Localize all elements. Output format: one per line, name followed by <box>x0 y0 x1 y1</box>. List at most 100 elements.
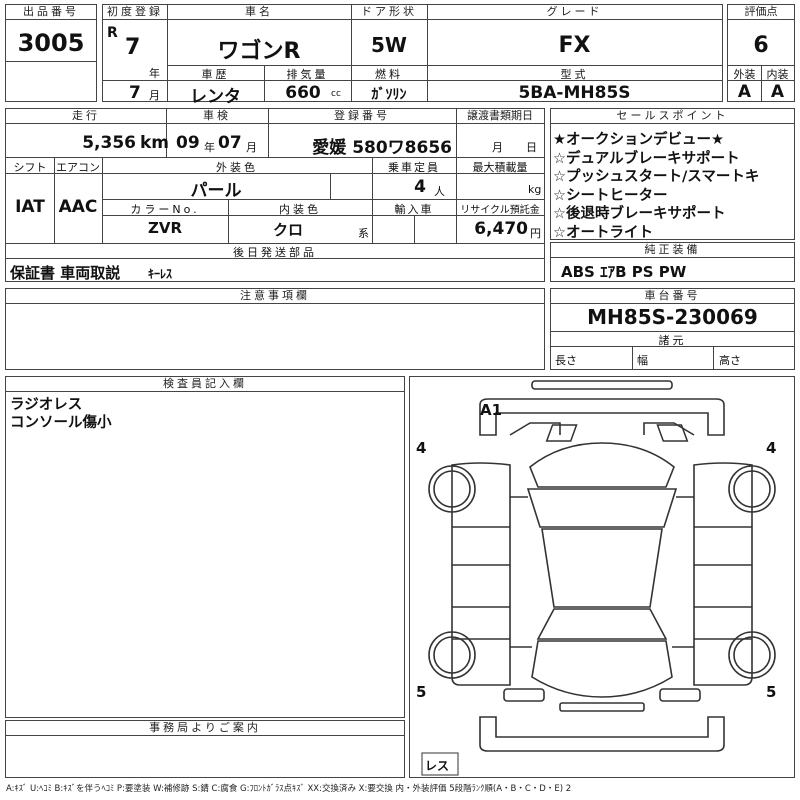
inspection-month: 07 <box>218 133 242 153</box>
spare-tire-box <box>421 752 459 776</box>
import-label: 輸入車 <box>394 203 434 216</box>
later-parts-extra: ｷｰﾚｽ <box>148 267 173 281</box>
specs-label: 諸元 <box>658 334 687 347</box>
sale-point-item: ☆後退時ブレーキサポート <box>553 206 726 222</box>
ext-grade-label: 外装 <box>733 68 756 81</box>
inspector-label: 検査員記入欄 <box>6 377 404 392</box>
fuel-value: ｶﾞｿﾘﾝ <box>371 87 407 103</box>
notes-label: 注意事項欄 <box>6 289 544 304</box>
inspection-year: 09 <box>176 133 200 153</box>
aircon-label: エアコン <box>56 161 100 174</box>
transfer-month-unit: 月 <box>492 141 503 154</box>
notes-box: 注意事項欄 <box>5 288 545 370</box>
car-diagram-box: A1 4 4 5 5 レス <box>409 376 795 778</box>
right-side <box>693 462 753 686</box>
inspection-label: 車検 <box>166 109 268 124</box>
sale-points-box: セールスポイント ★オークションデビュー★ ☆デュアルブレーキサポート ☆プッシ… <box>550 108 795 242</box>
inspector-line: ラジオレス <box>10 397 83 413</box>
equipment-box: 純正装備 ABS ｴｱB PS PW <box>550 242 795 282</box>
mileage-label: 走行 <box>6 109 166 124</box>
fuel-label: 燃料 <box>375 68 403 81</box>
sale-point-item: ☆シートヒーター <box>553 187 668 204</box>
score-value: 6 <box>753 33 769 58</box>
spec-width-label: 幅 <box>637 354 648 367</box>
shift-value: IAT <box>15 197 45 217</box>
model-label: 型式 <box>560 68 589 81</box>
registration-label: 登録番号 <box>268 109 456 124</box>
car-name-value: ワゴンR <box>217 39 301 64</box>
later-parts-label: 後日発送部品 <box>233 246 317 259</box>
first-reg-year: 7 <box>125 35 141 60</box>
wheel-rear-right <box>728 631 776 679</box>
hood <box>529 442 675 488</box>
car-diagram <box>421 380 776 776</box>
transfer-day-unit: 日 <box>526 141 537 154</box>
lot-number: 3005 <box>17 29 85 57</box>
int-grade-value: A <box>770 82 785 102</box>
door-label: ドア形状 <box>351 5 427 20</box>
sale-point-item: ★オークションデビュー★ <box>553 132 724 148</box>
chassis-label: 車台番号 <box>551 289 794 304</box>
grade-value: FX <box>558 33 591 58</box>
displacement-value: 660 <box>285 83 321 103</box>
car-name-label: 車名 <box>167 5 351 20</box>
sale-point-item: ☆オートライト <box>553 224 653 241</box>
lot-label: 出品番号 <box>6 5 96 20</box>
inspector-box: 検査員記入欄 ラジオレス コンソール傷小 <box>5 376 405 718</box>
door-value: 5W <box>371 33 407 57</box>
office-box: 事務局よりご案内 <box>5 720 405 778</box>
grade-label: グレード <box>427 5 722 20</box>
damage-mark-a1: A1 <box>480 401 503 419</box>
left-side <box>451 462 511 686</box>
rear-hatch <box>531 640 673 698</box>
first-reg-month: 7 <box>129 83 141 103</box>
color-no-value: ZVR <box>147 219 183 237</box>
lot-box: 出品番号 3005 <box>5 4 97 102</box>
recycle-label: リサイクル預託金 <box>460 205 540 216</box>
mileage-unit: km <box>140 133 170 153</box>
tire-tread-fr: 4 <box>766 439 783 457</box>
capacity-unit: 人 <box>434 185 445 198</box>
recycle-unit: 円 <box>530 227 541 240</box>
tire-tread-rl: 5 <box>416 683 433 701</box>
sale-points-label: セールスポイント <box>551 109 794 124</box>
aircon-value: AAC <box>58 197 98 217</box>
mileage-value: 5,356 <box>82 133 136 153</box>
ext-color-value: パール <box>190 181 242 201</box>
spec-height-label: 高さ <box>719 354 741 367</box>
front-bumper-top-bar <box>531 380 673 390</box>
first-reg-label: 初度登録 <box>103 5 167 20</box>
spec-length-label: 長さ <box>555 354 577 367</box>
shift-label: シフト <box>13 161 47 174</box>
ext-color-label: 外装色 <box>216 161 258 174</box>
ext-grade-value: A <box>737 82 752 102</box>
displacement-label: 排気量 <box>286 68 329 81</box>
damage-legend: A:ｷｽﾞ U:ﾍｺﾐ B:ｷｽﾞを伴うﾍｺﾐ P:要塗装 W:補修跡 S:錆 … <box>6 784 572 794</box>
transfer-label: 譲渡書類期日 <box>456 109 544 124</box>
history-value: レンタ <box>190 87 241 107</box>
first-reg-month-unit: 月 <box>149 89 160 102</box>
sale-point-item: ☆デュアルブレーキサポート <box>553 150 740 167</box>
chassis-box: 車台番号 MH85S-230069 諸元 長さ 幅 高さ <box>550 288 795 370</box>
roof <box>541 528 663 608</box>
inspector-notes: ラジオレス コンソール傷小 <box>10 396 112 432</box>
model-value: 5BA-MH85S <box>518 83 631 103</box>
sale-point-item: ☆プッシュスタート/スマートキ <box>553 169 760 185</box>
displacement-unit: cc <box>331 89 341 99</box>
registration-value: 愛媛 580ワ8656 <box>312 138 452 158</box>
inspector-line: コンソール傷小 <box>10 415 112 431</box>
equipment-value: ABS ｴｱB PS PW <box>561 263 687 281</box>
wheel-rear-left <box>428 631 476 679</box>
score-box: 評価点 6 外装 内装 A A <box>727 4 795 102</box>
sale-points-list: ★オークションデビュー★ ☆デュアルブレーキサポート ☆プッシュスタート/スマー… <box>553 131 759 242</box>
inspection-year-unit: 年 <box>204 141 215 154</box>
tire-tread-fl: 4 <box>416 439 433 457</box>
wheel-front-left <box>428 465 476 513</box>
equipment-label: 純正装備 <box>551 243 794 258</box>
rear-bumper <box>479 716 725 752</box>
later-parts-value: 保証書 車両取説 <box>10 264 121 282</box>
capacity-label: 乗車定員 <box>388 161 440 174</box>
chassis-value: MH85S-230069 <box>587 305 758 329</box>
tire-tread-rr: 5 <box>766 683 783 701</box>
first-reg-era: R <box>107 25 118 41</box>
